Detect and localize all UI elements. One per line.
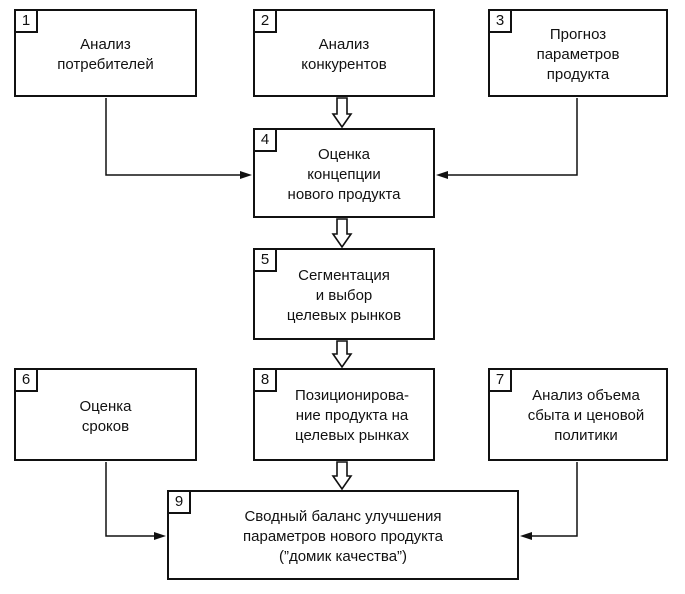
arrow-1-to-4 [105,98,244,176]
box-consumer-analysis: 1 Анализ потребителей [14,9,197,97]
box-product-forecast: 3 Прогноз параметров продукта [488,9,668,97]
arrow-7-to-9 [528,462,578,537]
box-label: Прогноз параметров продукта [536,26,620,83]
hollow-arrow-4-to-5 [331,218,353,249]
box-number: 9 [169,492,191,514]
arrow-6-to-9 [105,462,158,537]
box-number: 4 [255,130,277,152]
box-label: Анализ потребителей [57,36,154,73]
box-label: Анализ конкурентов [301,36,387,73]
box-number: 1 [16,11,38,33]
box-number: 6 [16,370,38,392]
box-concept-evaluation: 4 Оценка концепции нового продукта [253,128,435,218]
box-number: 7 [490,370,512,392]
arrowhead-3-to-4 [436,171,448,179]
box-label: Позиционирова- ние продукта на целевых р… [294,386,409,444]
arrow-3-to-4 [444,98,578,176]
box-number: 3 [490,11,512,33]
box-sales-pricing-analysis: 7 Анализ объема сбыта и ценовой политики [488,368,668,461]
arrowhead-7-to-9 [520,532,532,540]
box-label: Сводный баланс улучшения параметров ново… [243,508,443,565]
box-quality-house: 9 Сводный баланс улучшения параметров но… [167,490,519,580]
box-competitor-analysis: 2 Анализ конкурентов [253,9,435,97]
box-label: Сегментация и выбор целевых рынков [286,267,402,324]
box-positioning: 8 Позиционирова- ние продукта на целевых… [253,368,435,461]
hollow-arrow-2-to-4 [331,97,353,129]
box-timing-evaluation: 6 Оценка сроков [14,368,197,461]
box-segmentation: 5 Сегментация и выбор целевых рынков [253,248,435,340]
hollow-arrow-5-to-8 [331,340,353,369]
arrowhead-1-to-4 [240,171,252,179]
box-number: 5 [255,250,277,272]
box-number: 2 [255,11,277,33]
box-label: Анализ объема сбыта и ценовой политики [527,386,645,444]
hollow-arrow-8-to-9 [331,461,353,491]
box-label: Оценка концепции нового продукта [287,146,401,203]
arrowhead-6-to-9 [154,532,166,540]
box-label: Оценка сроков [79,397,132,435]
box-number: 8 [255,370,277,392]
